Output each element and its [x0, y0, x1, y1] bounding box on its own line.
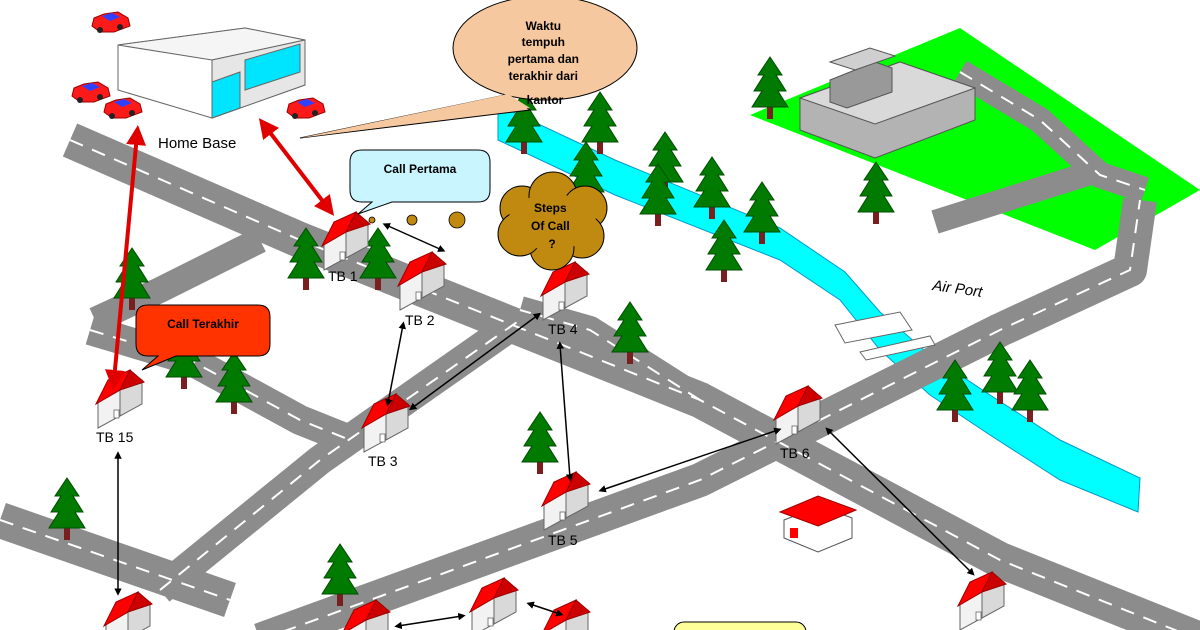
svg-text:Waktu tempuh perta: Waktu tempuh pertama dan terakhir dari k…: [508, 19, 583, 107]
callout-line: terakhir dari: [509, 69, 578, 83]
svg-text:Steps Of Call ?: Steps Of Call ?: [531, 201, 573, 251]
callout-line: Waktu: [526, 19, 562, 33]
cloud-line: Of Call: [531, 219, 570, 233]
callout-line: pertama dan: [508, 52, 579, 66]
house-icon: [541, 599, 591, 630]
tb6-label: TB 6: [780, 445, 810, 461]
routes-red: [104, 118, 335, 390]
house-icon: [103, 591, 153, 630]
house-icon: [361, 393, 411, 453]
cloud-line: ?: [548, 237, 555, 251]
tree-icon: [857, 161, 895, 225]
tb2-label: TB 2: [405, 312, 435, 328]
car-icon: [91, 11, 131, 34]
tb15-label: TB 15: [96, 429, 134, 445]
home-base-building-icon: [117, 27, 306, 119]
callout-line: tempuh: [522, 35, 565, 49]
cloud-line: Steps: [534, 201, 567, 215]
call-pertama-text: Call Pertama: [384, 162, 457, 176]
houses: [95, 211, 1007, 630]
callout-call-pertama: Call Pertama: [349, 149, 491, 215]
note-box: [673, 621, 807, 630]
callout-waktu-tempuh: Waktu tempuh pertama dan terakhir dari k…: [299, 0, 638, 139]
tb5-label: TB 5: [548, 532, 578, 548]
car-icon: [103, 97, 143, 120]
car-icon: [286, 97, 326, 120]
fuel-station-icon: [778, 495, 858, 553]
house-icon: [469, 577, 519, 630]
callout-line: kantor: [527, 93, 564, 107]
callout-call-terakhir: Call Terakhir: [135, 304, 271, 371]
car-icon: [71, 81, 111, 104]
call-terakhir-text: Call Terakhir: [167, 317, 239, 331]
tb3-label: TB 3: [368, 453, 398, 469]
tree-icon: [521, 411, 559, 475]
bridge: [834, 311, 936, 361]
house-icon: [957, 571, 1007, 630]
tb4-label: TB 4: [548, 321, 578, 337]
routes-black: [114, 223, 975, 630]
airport-label: Air Port: [930, 277, 984, 301]
cloud-steps-of-call: Steps Of Call ?: [368, 171, 608, 271]
house-icon: [95, 369, 145, 429]
home-base-label: Home Base: [158, 135, 236, 152]
airport-building-icon: [798, 47, 977, 159]
tb1-label: TB 1: [328, 268, 358, 284]
